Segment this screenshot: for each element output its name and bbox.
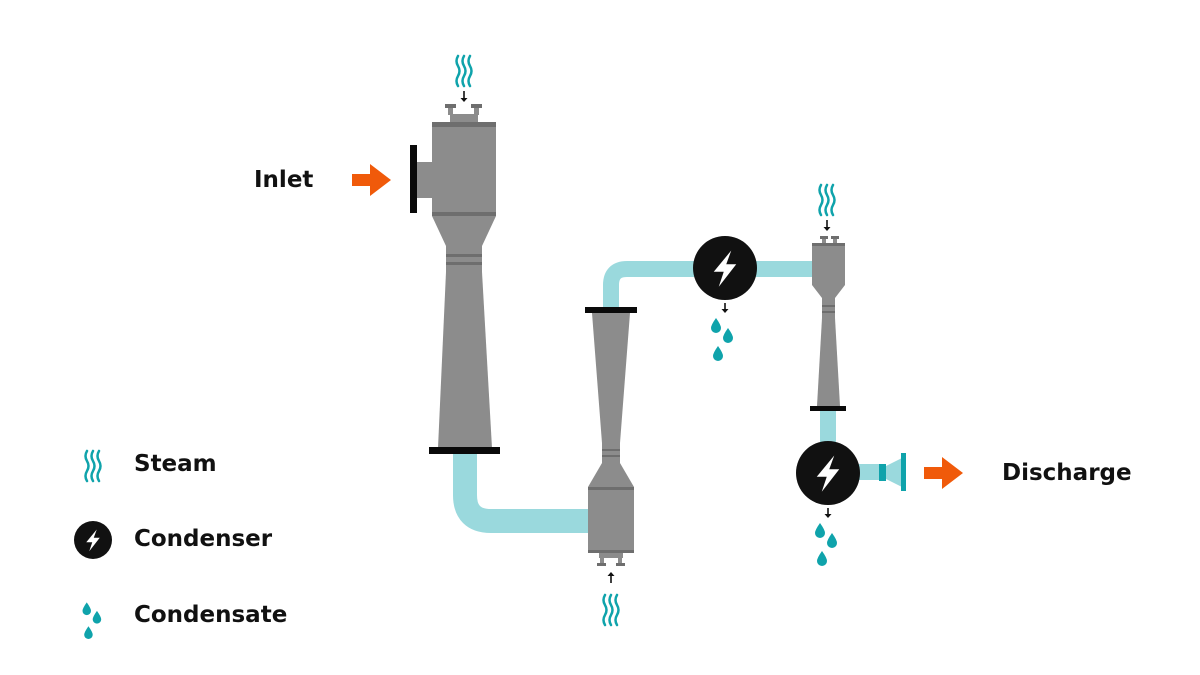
legend-condenser-icon <box>74 521 112 559</box>
inlet-label: Inlet <box>254 167 314 193</box>
steam-icon <box>602 572 620 627</box>
legend-steam-icon <box>84 449 102 483</box>
legend-condensate-icon <box>82 602 102 639</box>
pipe-stage2-to-condenser1 <box>603 261 700 312</box>
legend-label-steam: Steam <box>134 451 217 477</box>
legend-label-condensate: Condensate <box>134 602 288 628</box>
discharge-arrow-icon <box>924 457 963 489</box>
ejector-stage-2 <box>585 307 637 566</box>
ejector-stage-1 <box>410 104 500 454</box>
steam-icon <box>818 183 836 231</box>
steam-icon <box>455 54 473 102</box>
discharge-nozzle <box>879 453 906 491</box>
discharge-label: Discharge <box>1002 460 1132 486</box>
legend-label-condenser: Condenser <box>134 526 273 552</box>
inlet-arrow-icon <box>352 164 391 196</box>
pipe-stage1-to-stage2 <box>453 452 590 533</box>
condensate-icon <box>815 508 837 566</box>
ejector-stage-3 <box>810 236 846 411</box>
condenser-1 <box>693 236 757 300</box>
condensate-icon <box>711 303 733 361</box>
condenser-2 <box>796 441 860 505</box>
pipe-network <box>453 261 884 533</box>
